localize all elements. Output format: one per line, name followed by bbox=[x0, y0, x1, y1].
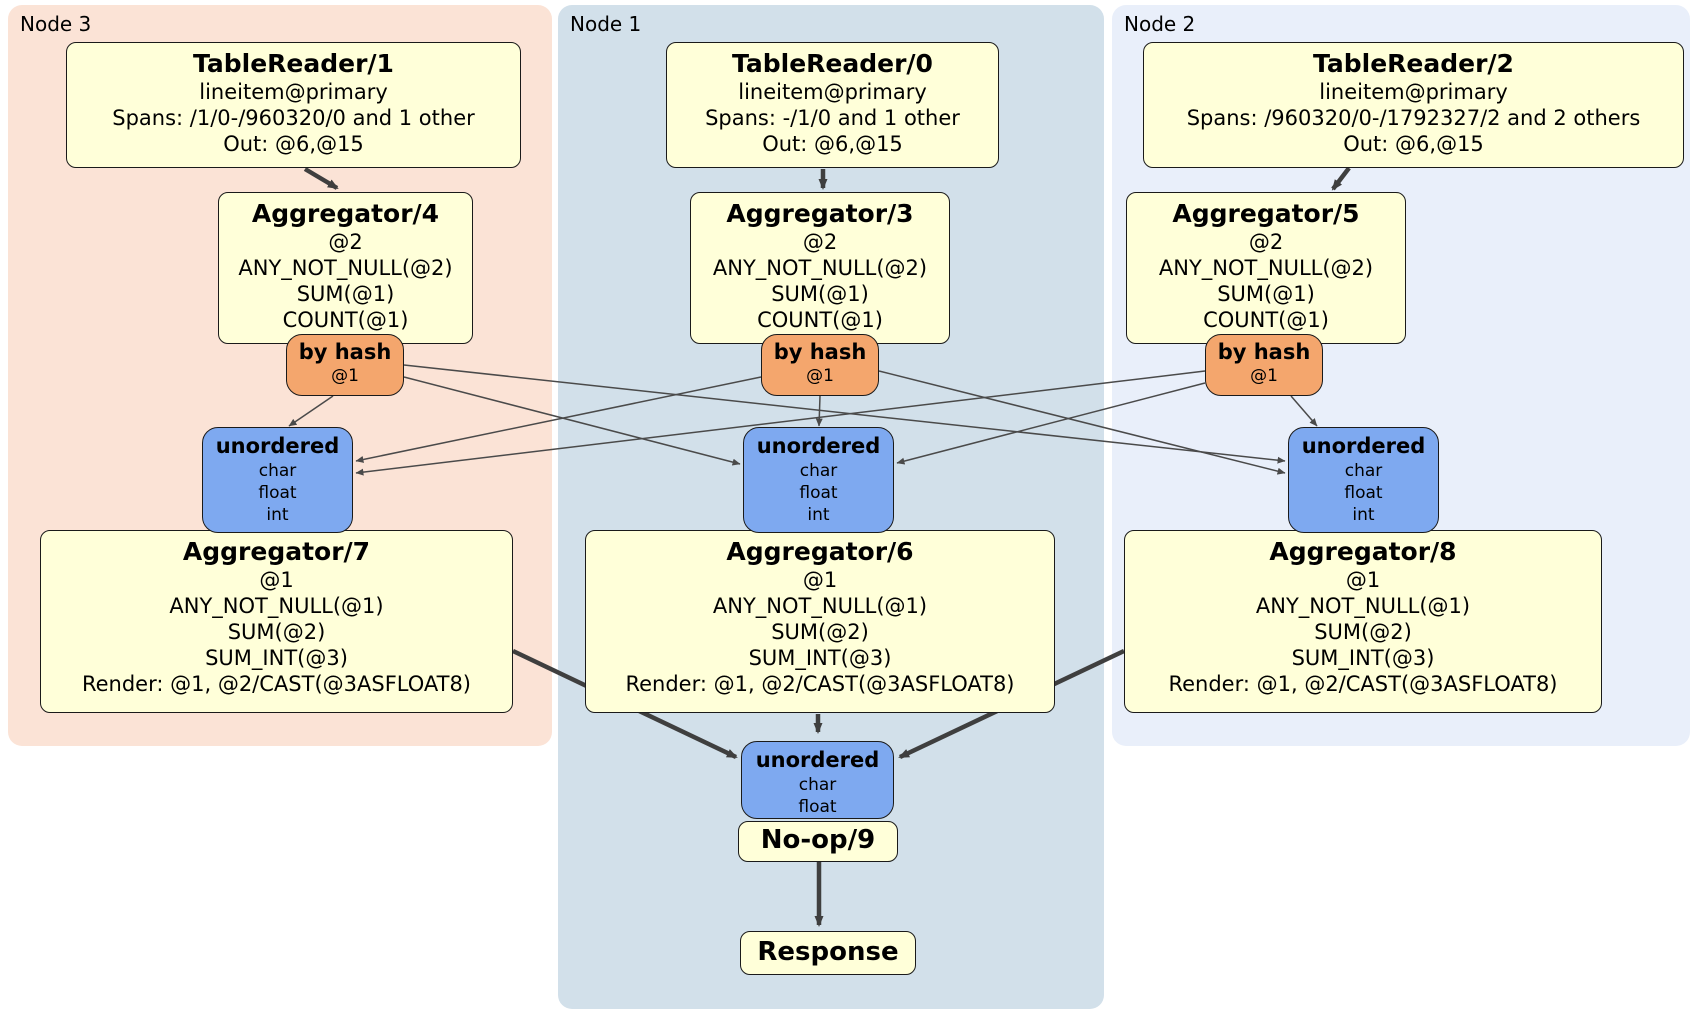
operator-detail: Out: @6,@15 bbox=[762, 132, 903, 156]
operator-detail: Spans: /960320/0-/1792327/2 and 2 others bbox=[1186, 106, 1641, 130]
sync-column-type: float bbox=[799, 483, 838, 503]
operator-detail: Spans: -/1/0 and 1 other bbox=[705, 106, 960, 130]
operator-detail: lineitem@primary bbox=[1319, 80, 1508, 104]
unordered-sync-output: unordered char float bbox=[741, 741, 894, 819]
aggregator-3-operator: Aggregator/3 @2 ANY_NOT_NULL(@2) SUM(@1)… bbox=[690, 192, 950, 344]
node2-label: Node 2 bbox=[1124, 12, 1196, 36]
router-key: @1 bbox=[331, 366, 359, 386]
sync-column-type: char bbox=[1344, 461, 1383, 481]
sync-column-type: int bbox=[266, 505, 289, 525]
hash-router-node2: by hash @1 bbox=[1205, 334, 1323, 396]
sync-column-type: int bbox=[1352, 505, 1375, 525]
operator-detail: @2 bbox=[328, 230, 363, 254]
router-key: @1 bbox=[806, 366, 834, 386]
sync-column-type: float bbox=[1344, 483, 1383, 503]
operator-detail: ANY_NOT_NULL(@1) bbox=[169, 594, 384, 618]
operator-detail: ANY_NOT_NULL(@2) bbox=[712, 256, 928, 280]
operator-detail: COUNT(@1) bbox=[282, 308, 409, 332]
hash-router-node3: by hash @1 bbox=[286, 334, 404, 396]
sync-column-type: float bbox=[798, 797, 837, 817]
operator-title: Aggregator/8 bbox=[1269, 537, 1457, 566]
operator-detail: SUM(@2) bbox=[1314, 620, 1412, 644]
operator-title: Aggregator/7 bbox=[182, 537, 371, 566]
operator-detail: Render: @1, @2/CAST(@3ASFLOAT8) bbox=[81, 672, 472, 696]
operator-title: Aggregator/6 bbox=[726, 537, 914, 566]
operator-detail: Out: @6,@15 bbox=[1343, 132, 1484, 156]
hash-router-node1: by hash @1 bbox=[761, 334, 879, 396]
operator-detail: Out: @6,@15 bbox=[223, 132, 364, 156]
router-title: by hash bbox=[298, 340, 392, 364]
sync-column-type: int bbox=[807, 505, 830, 525]
operator-title: TableReader/1 bbox=[193, 49, 394, 78]
operator-detail: Render: @1, @2/CAST(@3ASFLOAT8) bbox=[625, 672, 1015, 696]
response-node: Response bbox=[740, 931, 916, 975]
operator-title: No-op/9 bbox=[760, 825, 876, 855]
operator-detail: SUM_INT(@3) bbox=[748, 646, 892, 670]
aggregator-4-operator: Aggregator/4 @2 ANY_NOT_NULL(@2) SUM(@1)… bbox=[218, 192, 473, 344]
operator-title: Response bbox=[757, 937, 899, 967]
sync-column-type: char bbox=[799, 461, 838, 481]
sync-column-type: char bbox=[798, 775, 837, 795]
aggregator-8-operator: Aggregator/8 @1 ANY_NOT_NULL(@1) SUM(@2)… bbox=[1124, 530, 1602, 713]
tablereader-1-operator: TableReader/1 lineitem@primary Spans: /1… bbox=[66, 42, 521, 168]
operator-title: Aggregator/5 bbox=[1172, 199, 1360, 228]
unordered-sync-node2: unordered char float int bbox=[1288, 427, 1439, 533]
operator-title: Aggregator/4 bbox=[251, 199, 440, 228]
operator-detail: @1 bbox=[802, 568, 838, 592]
sync-title: unordered bbox=[756, 434, 881, 458]
operator-detail: SUM_INT(@3) bbox=[1291, 646, 1435, 670]
operator-detail: lineitem@primary bbox=[738, 80, 927, 104]
operator-detail: SUM(@1) bbox=[1217, 282, 1315, 306]
operator-title: TableReader/2 bbox=[1313, 49, 1514, 78]
sync-title: unordered bbox=[215, 434, 340, 458]
aggregator-5-operator: Aggregator/5 @2 ANY_NOT_NULL(@2) SUM(@1)… bbox=[1126, 192, 1406, 344]
operator-detail: @1 bbox=[259, 568, 294, 592]
operator-detail: ANY_NOT_NULL(@1) bbox=[1255, 594, 1471, 618]
operator-detail: @2 bbox=[802, 230, 838, 254]
noop-operator: No-op/9 bbox=[738, 821, 898, 862]
operator-detail: lineitem@primary bbox=[199, 80, 388, 104]
operator-detail: ANY_NOT_NULL(@2) bbox=[1158, 256, 1374, 280]
operator-detail: COUNT(@1) bbox=[757, 308, 883, 332]
router-key: @1 bbox=[1250, 366, 1278, 386]
operator-detail: COUNT(@1) bbox=[1203, 308, 1329, 332]
node1-label: Node 1 bbox=[570, 12, 642, 36]
operator-title: Aggregator/3 bbox=[726, 199, 914, 228]
sync-column-type: char bbox=[258, 461, 297, 481]
tablereader-0-operator: TableReader/0 lineitem@primary Spans: -/… bbox=[666, 42, 999, 168]
operator-detail: SUM_INT(@3) bbox=[205, 646, 348, 670]
operator-title: TableReader/0 bbox=[732, 49, 933, 78]
sync-title: unordered bbox=[1301, 434, 1426, 458]
operator-detail: SUM(@2) bbox=[227, 620, 326, 644]
operator-detail: SUM(@1) bbox=[771, 282, 869, 306]
operator-detail: @2 bbox=[1248, 230, 1284, 254]
tablereader-2-operator: TableReader/2 lineitem@primary Spans: /9… bbox=[1143, 42, 1684, 168]
aggregator-7-operator: Aggregator/7 @1 ANY_NOT_NULL(@1) SUM(@2)… bbox=[40, 530, 513, 713]
sync-column-type: float bbox=[258, 483, 297, 503]
operator-detail: SUM(@1) bbox=[296, 282, 395, 306]
aggregator-6-operator: Aggregator/6 @1 ANY_NOT_NULL(@1) SUM(@2)… bbox=[585, 530, 1055, 713]
unordered-sync-node1: unordered char float int bbox=[743, 427, 894, 533]
operator-detail: Render: @1, @2/CAST(@3ASFLOAT8) bbox=[1168, 672, 1558, 696]
router-title: by hash bbox=[773, 340, 867, 364]
node3-label: Node 3 bbox=[20, 12, 92, 36]
sync-title: unordered bbox=[755, 748, 880, 772]
unordered-sync-node3: unordered char float int bbox=[202, 427, 353, 533]
operator-detail: @1 bbox=[1345, 568, 1381, 592]
operator-detail: ANY_NOT_NULL(@2) bbox=[238, 256, 453, 280]
operator-detail: Spans: /1/0-/960320/0 and 1 other bbox=[112, 106, 475, 130]
router-title: by hash bbox=[1217, 340, 1311, 364]
operator-detail: SUM(@2) bbox=[771, 620, 869, 644]
operator-detail: ANY_NOT_NULL(@1) bbox=[712, 594, 928, 618]
